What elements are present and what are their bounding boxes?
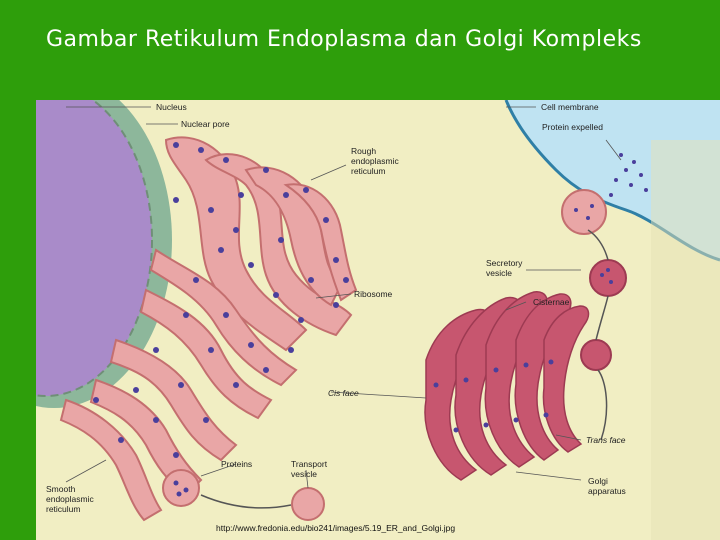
label-protein-expelled: Protein expelled [542,122,603,132]
nucleus [36,100,152,396]
label-nucleus: Nucleus [156,102,187,112]
label-cisternae: Cisternae [533,297,570,307]
label-golgi-apparatus: Golgi apparatus [588,476,626,496]
golgi-ribosomes [433,359,554,433]
slide-title: Gambar Retikulum Endoplasma dan Golgi Ko… [46,27,642,52]
label-proteins: Proteins [221,459,252,469]
transport-vesicle [291,487,325,521]
source-url[interactable]: http://www.fredonia.edu/bio241/images/5.… [216,523,455,533]
protein-vesicle [162,469,200,507]
er-golgi-diagram: Nucleus Nuclear pore Rough endoplasmic r… [36,100,720,540]
label-rough-er: Rough endoplasmic reticulum [351,146,401,176]
label-cis-face: Cis face [328,388,359,398]
label-cell-membrane: Cell membrane [541,102,599,112]
vesicle-2 [580,339,612,371]
rough-endoplasmic-reticulum [59,136,358,522]
secretory-vesicle [589,259,627,297]
leader-lines [65,106,622,489]
background-panel [651,140,720,540]
expelled-proteins [609,153,648,197]
label-secretory-vesicle: Secretory vesicle [486,258,525,278]
golgi-apparatus [424,291,590,481]
label-ribosome: Ribosome [354,289,393,299]
label-smooth-er: Smooth endoplasmic reticulum [46,484,96,514]
label-nuclear-pore: Nuclear pore [181,119,230,129]
label-transport-vesicle: Transport vesicle [291,459,329,479]
ribosomes [93,142,349,458]
flow-arrows [200,229,609,509]
label-trans-face: Trans face [586,435,626,445]
exocytosis-vesicle [561,189,607,235]
